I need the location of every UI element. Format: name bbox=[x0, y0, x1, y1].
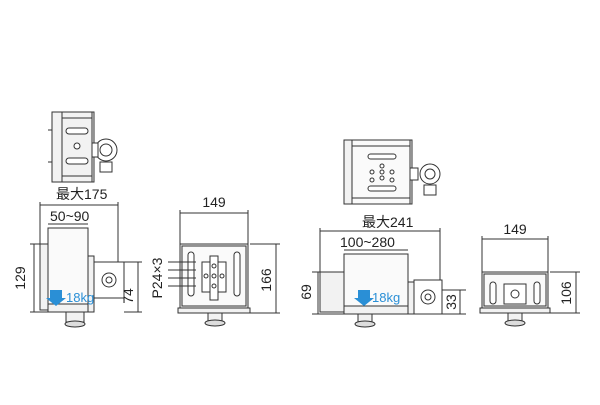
left-height-total-label: 129 bbox=[12, 266, 28, 290]
right-max-label: 最大241 bbox=[362, 214, 414, 230]
left-load-label: 18kg bbox=[66, 290, 94, 305]
right-load-label: 18kg bbox=[372, 290, 400, 305]
left-front-dimension-lines bbox=[168, 210, 280, 314]
right-top-view bbox=[343, 139, 441, 205]
right-height-clamp-label: 33 bbox=[443, 294, 459, 310]
right-side-view bbox=[319, 253, 443, 328]
right-plate-width-label: 149 bbox=[503, 221, 527, 237]
left-clamp-range-label: 50~90 bbox=[50, 208, 90, 224]
left-height-clamp-label: 74 bbox=[120, 288, 136, 304]
right-load-indicator: 18kg bbox=[354, 290, 400, 306]
left-plate-width-label: 149 bbox=[202, 194, 226, 210]
right-front-dimension-lines bbox=[481, 236, 580, 314]
left-pitch-label: P24×3 bbox=[149, 257, 165, 298]
left-top-view bbox=[48, 111, 118, 183]
right-plate-height-label: 106 bbox=[558, 281, 574, 305]
left-plate-height-label: 166 bbox=[258, 268, 274, 292]
left-front-view bbox=[177, 243, 251, 327]
right-dimension-lines bbox=[312, 228, 466, 315]
left-side-view bbox=[39, 227, 125, 328]
right-height-total-label: 69 bbox=[298, 284, 314, 300]
left-max-label: 最大175 bbox=[56, 186, 108, 202]
left-load-indicator: 18kg bbox=[46, 290, 94, 306]
right-front-view bbox=[479, 271, 551, 327]
right-clamp-range-label: 100~280 bbox=[340, 234, 395, 250]
left-dimension-lines bbox=[30, 202, 142, 313]
